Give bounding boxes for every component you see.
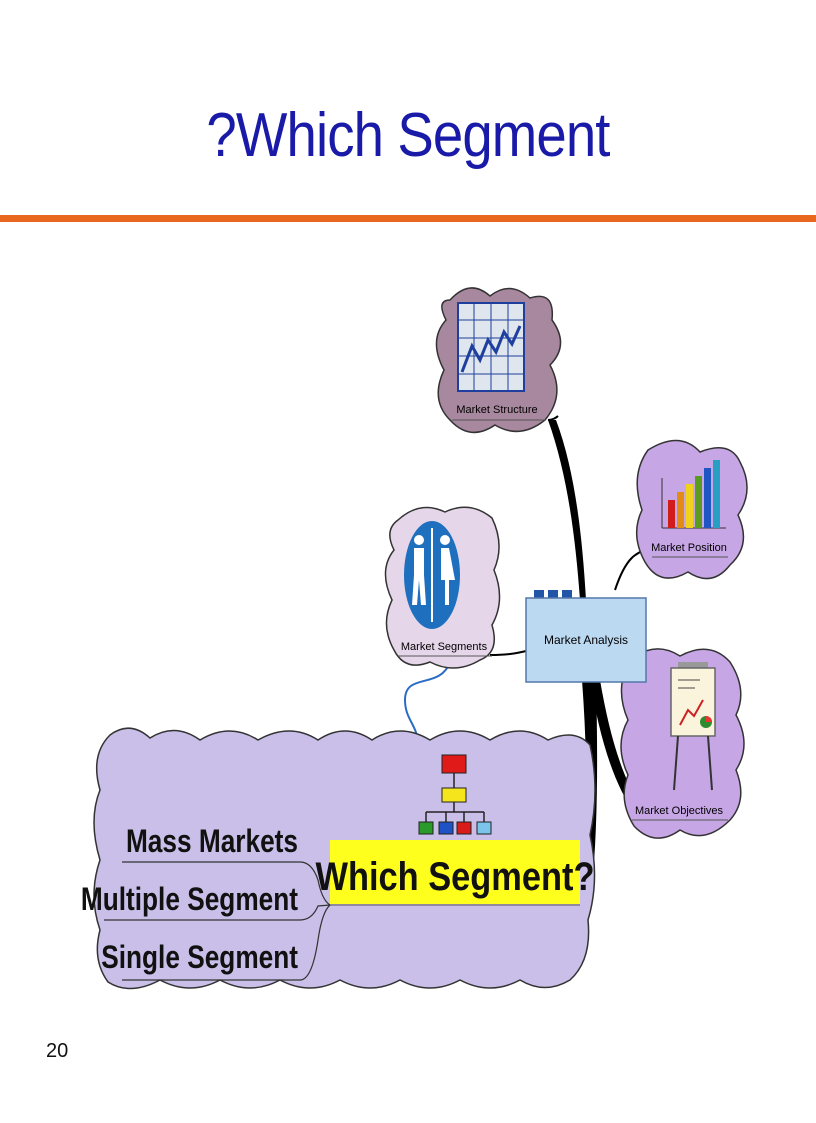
- node-market-position[interactable]: Market Position: [636, 439, 748, 580]
- node-label: Market Structure: [456, 404, 537, 416]
- focus-label: Which Segment?: [316, 854, 595, 899]
- focus-highlight: [330, 840, 580, 904]
- option-mass-markets[interactable]: Mass Markets: [126, 825, 298, 860]
- node-market-segments[interactable]: Market Segments: [384, 506, 501, 669]
- node-label: Market Objectives: [635, 805, 724, 817]
- option-single-segment[interactable]: Single Segment: [101, 941, 298, 976]
- link-arrow: [403, 661, 451, 746]
- slide-title: ?Which Segment: [206, 101, 610, 170]
- node-label: Market Position: [651, 542, 727, 554]
- people-icon: [404, 521, 460, 629]
- node-market-objectives[interactable]: Market Objectives: [620, 648, 745, 839]
- node-label: Market Segments: [401, 641, 488, 653]
- flipchart-icon: [670, 662, 716, 791]
- page-number: 20: [46, 1040, 69, 1062]
- bar-chart-icon: [661, 460, 726, 529]
- center-label: Market Analysis: [544, 633, 628, 647]
- focus-which-segment[interactable]: Which Segment? Mass Markets Multiple Seg…: [81, 727, 596, 990]
- line-chart-icon: [457, 302, 525, 392]
- node-market-structure[interactable]: Market Structure: [435, 287, 562, 434]
- node-market-analysis[interactable]: Market Analysis: [525, 590, 647, 683]
- org-chart-icon: [418, 754, 492, 835]
- segment-options: Mass Markets Multiple Segment Single Seg…: [81, 825, 331, 981]
- option-multiple-segment[interactable]: Multiple Segment: [81, 883, 298, 918]
- title-divider: [0, 215, 816, 222]
